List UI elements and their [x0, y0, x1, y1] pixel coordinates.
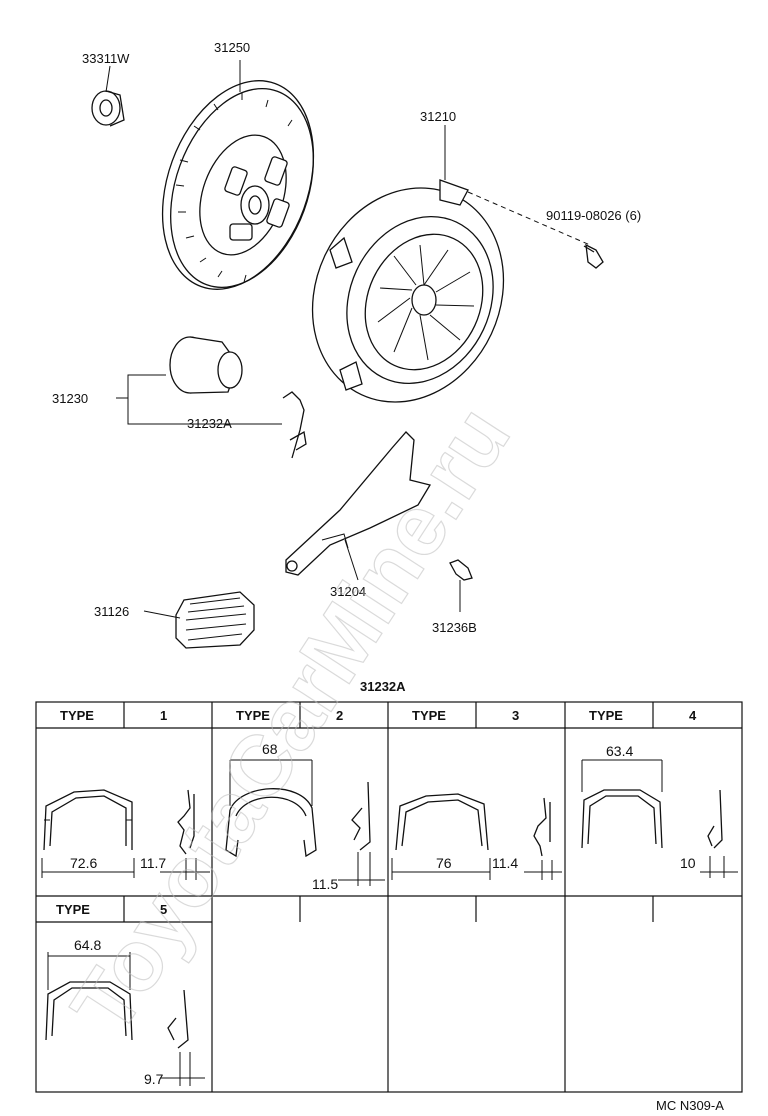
- type-3-clip-drawing: [391, 793, 562, 880]
- type-2-number: 2: [336, 708, 343, 723]
- type-2-width-dim: 68: [262, 741, 278, 757]
- part-label-33311w: 33311W: [82, 51, 130, 66]
- part-label-31126: 31126: [94, 604, 129, 619]
- pilot-bearing-icon: [91, 65, 125, 127]
- type-4-header: TYPE: [589, 708, 623, 723]
- type-1-header: TYPE: [60, 708, 94, 723]
- type-table-grid: [35, 701, 743, 1093]
- type-3-header: TYPE: [412, 708, 446, 723]
- part-label-31236b: 31236B: [432, 620, 477, 635]
- type-1-width-dim: 72.6: [70, 855, 97, 871]
- type-4-width-dim: 63.4: [606, 743, 633, 759]
- type-4-depth-dim: 10: [680, 855, 696, 871]
- type-1-clip-drawing: [41, 789, 210, 880]
- type-5-width-dim: 64.8: [74, 937, 101, 953]
- type-3-number: 3: [512, 708, 519, 723]
- type-1-depth-dim: 11.7: [140, 855, 166, 871]
- type-5-number: 5: [160, 902, 167, 917]
- clutch-disc-icon: [161, 60, 315, 290]
- type-3-depth-dim: 11.4: [492, 855, 518, 871]
- type-4-number: 4: [689, 708, 697, 723]
- type-4-clip-drawing: [581, 759, 738, 878]
- type-2-header: TYPE: [236, 708, 270, 723]
- bolt-icon: [583, 243, 604, 269]
- release-bearing-icon: [116, 336, 282, 425]
- fork-bolt-icon: [449, 559, 473, 612]
- release-fork-icon: [285, 431, 432, 581]
- part-label-31210: 31210: [420, 109, 456, 124]
- hub-clip-icon: [282, 391, 307, 459]
- release-fork-boot-icon: [143, 591, 255, 649]
- part-label-31250: 31250: [214, 40, 250, 55]
- figure-code: MC N309-A: [656, 1098, 724, 1113]
- type-5-clip-drawing: [45, 952, 205, 1086]
- type-2-clip-drawing: [225, 759, 385, 886]
- clutch-cover-icon: [311, 125, 591, 403]
- watermark: ToyotaCarMine.ru: [53, 390, 528, 1050]
- part-label-90119-08026: 90119-08026 (6): [546, 208, 641, 223]
- part-label-31232a: 31232A: [187, 416, 232, 431]
- type-2-depth-dim: 11.5: [312, 876, 338, 892]
- type-5-header: TYPE: [56, 902, 90, 917]
- type-3-width-dim: 76: [436, 855, 452, 871]
- part-label-31204: 31204: [330, 584, 366, 599]
- table-title: 31232A: [360, 679, 406, 694]
- part-label-31230: 31230: [52, 391, 88, 406]
- type-5-depth-dim: 9.7: [144, 1071, 164, 1087]
- type-1-number: 1: [160, 708, 167, 723]
